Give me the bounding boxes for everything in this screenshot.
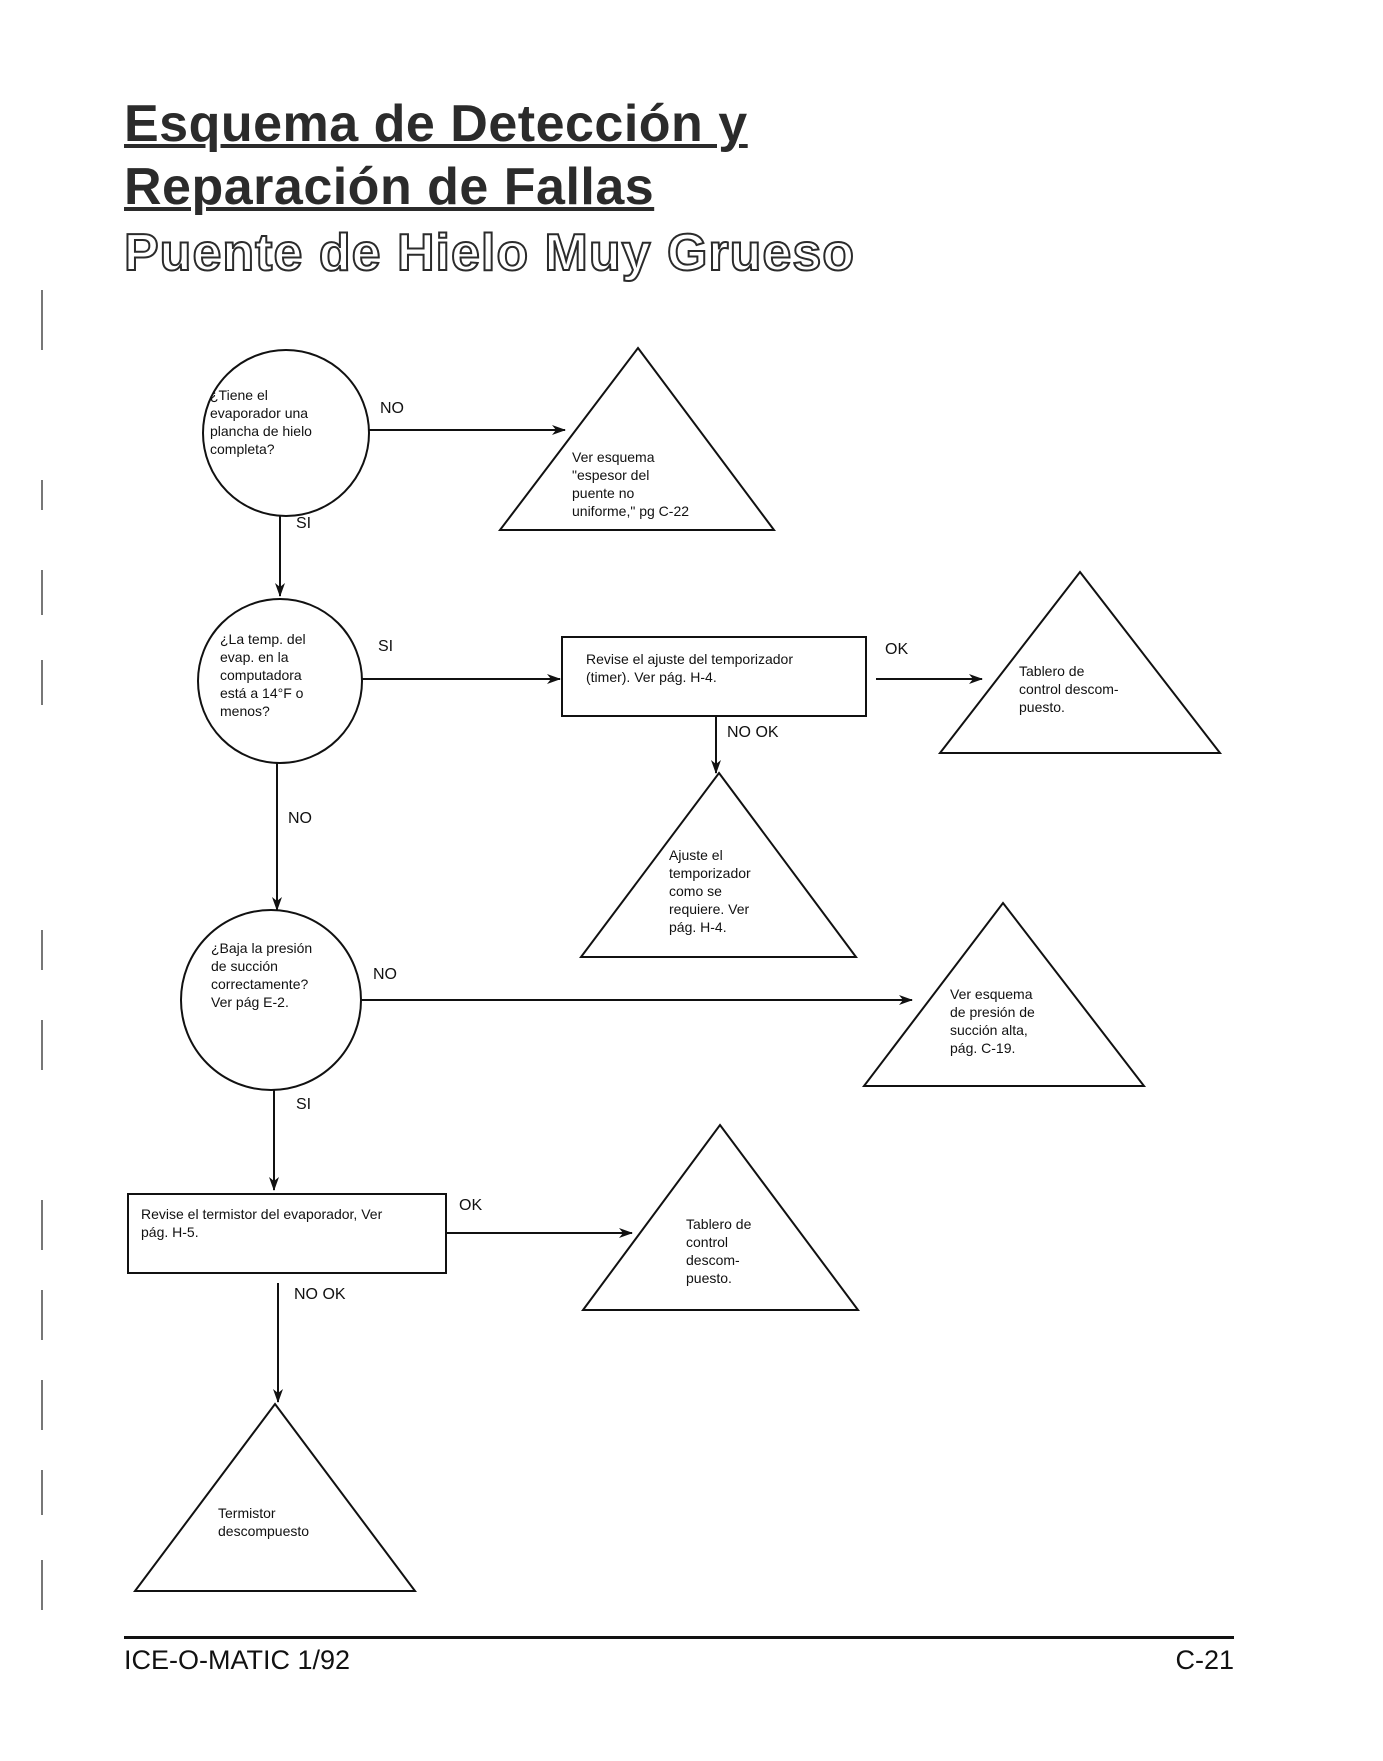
node-label-line: control descom- [1019, 681, 1119, 697]
node-label-line: (timer). Ver pág. H-4. [586, 669, 717, 685]
edge-label-termistor-nook: NO OK [294, 1286, 346, 1303]
node-label-line: menos? [220, 703, 270, 719]
decision-temp-circle [197, 598, 363, 764]
result-ajuste-triangle [579, 771, 858, 958]
binding-mark [38, 1560, 43, 1610]
binding-mark [38, 1020, 43, 1070]
node-label-line: succión alta, [950, 1022, 1028, 1038]
node-label-line: control [686, 1234, 728, 1250]
footer-page-number: C-21 [1175, 1645, 1234, 1675]
edge-label-presion-si: SI [296, 1096, 311, 1113]
binding-mark [38, 1380, 43, 1430]
node-label-tablero-1: Tablero de control descom-puesto. [1019, 663, 1119, 715]
node-label-line: pág. H-4. [669, 919, 727, 935]
node-label-temporizador: Revise el ajuste del temporizador (timer)… [586, 651, 793, 685]
node-label-line: ¿Baja la presión [211, 940, 312, 956]
node-label-temp: ¿La temp. del evap. en la computadora está … [220, 631, 306, 719]
node-label-line: Termistor [218, 1505, 276, 1521]
footer-rule [124, 1636, 1234, 1639]
node-label-line: pág. H-5. [141, 1224, 199, 1240]
footer-publisher: ICE-O-MATIC 1/92 [124, 1645, 351, 1675]
binding-mark [38, 1290, 43, 1340]
node-label-line: correctamente? [211, 976, 308, 992]
node-label-presion-alta: Ver esquema de presión de succión alta, pág… [950, 986, 1035, 1056]
result-tablero-1-triangle [937, 570, 1223, 754]
result-espesor-triangle [497, 346, 776, 531]
node-label-presion: ¿Baja la presión de succión correctamente?… [211, 940, 312, 1010]
edge-label-presion-no: NO [373, 966, 397, 983]
binding-mark [38, 1200, 43, 1250]
node-label-line: uniforme," pg C-22 [572, 503, 689, 519]
node-label-line: Ver pág E-2. [211, 994, 289, 1010]
node-label-tablero-2: Tablero de control descom-puesto. [686, 1216, 752, 1286]
node-label-line: Ver esquema [572, 449, 655, 465]
node-label-line: requiere. Ver [669, 901, 749, 917]
node-label-espesor: Ver esquema "espesor del puente no uniforme… [572, 449, 689, 519]
decision-plancha-circle [202, 349, 370, 517]
page-title-line-2: Reparación de Fallas [124, 158, 655, 216]
node-label-termistor-box: Revise el termistor del evaporador, Ver p… [141, 1206, 383, 1240]
node-label-line: puente no [572, 485, 634, 501]
node-label-line: está a 14°F o [220, 685, 304, 701]
node-label-line: Revise el ajuste del temporizador [586, 651, 793, 667]
node-label-plancha: ¿Tiene el evaporador una plancha de hielo c… [210, 387, 312, 457]
edge-label-temp-si: SI [378, 638, 393, 655]
node-label-line: de succión [211, 958, 278, 974]
node-label-line: ¿La temp. del [220, 631, 306, 647]
result-termistor-triangle [133, 1402, 417, 1592]
result-presion-alta-triangle [861, 901, 1147, 1087]
node-label-line: Tablero de [686, 1216, 752, 1232]
node-label-line: evaporador una [210, 405, 308, 421]
node-label-line: de presión de [950, 1004, 1035, 1020]
node-label-line: temporizador [669, 865, 751, 881]
node-label-ajuste: Ajuste el temporizador como se requiere. Ve… [669, 847, 751, 935]
node-label-line: pág. C-19. [950, 1040, 1015, 1056]
node-label-line: Revise el termistor del evaporador, Ver [141, 1206, 383, 1222]
result-tablero-2-triangle [581, 1123, 860, 1311]
edge-label-temp-no: NO [288, 810, 312, 827]
edge-label-temporizador-ok: OK [885, 641, 908, 658]
node-label-line: Tablero de [1019, 663, 1085, 679]
node-label-line: Ajuste el [669, 847, 723, 863]
node-label-line: puesto. [686, 1270, 732, 1286]
node-label-line: Ver esquema [950, 986, 1033, 1002]
binding-mark [38, 290, 43, 350]
node-label-termistor: Termistor descompuesto [218, 1505, 309, 1539]
binding-mark [38, 930, 43, 970]
edge-label-termistor-ok: OK [459, 1197, 482, 1214]
node-label-line: plancha de hielo [210, 423, 312, 439]
binding-mark [38, 570, 43, 615]
node-label-line: completa? [210, 441, 275, 457]
node-label-line: descompuesto [218, 1523, 309, 1539]
binding-mark [38, 1470, 43, 1515]
binding-mark [38, 660, 43, 705]
edge-label-temporizador-nook: NO OK [727, 724, 779, 741]
node-label-line: puesto. [1019, 699, 1065, 715]
node-label-line: "espesor del [572, 467, 649, 483]
node-label-line: evap. en la [220, 649, 289, 665]
binding-mark [38, 480, 43, 510]
node-label-line: computadora [220, 667, 302, 683]
edge-label-plancha-no: NO [380, 400, 404, 417]
node-label-line: como se [669, 883, 722, 899]
node-label-line: ¿Tiene el [210, 387, 268, 403]
edge-label-plancha-si: SI [296, 515, 311, 532]
page-subtitle: Puente de Hielo Muy Grueso [123, 223, 856, 283]
page-title-line-1: Esquema de Detección y [124, 95, 748, 153]
node-label-line: descom- [686, 1252, 740, 1268]
process-temporizador-box [561, 636, 867, 717]
process-termistor-box [127, 1193, 447, 1274]
